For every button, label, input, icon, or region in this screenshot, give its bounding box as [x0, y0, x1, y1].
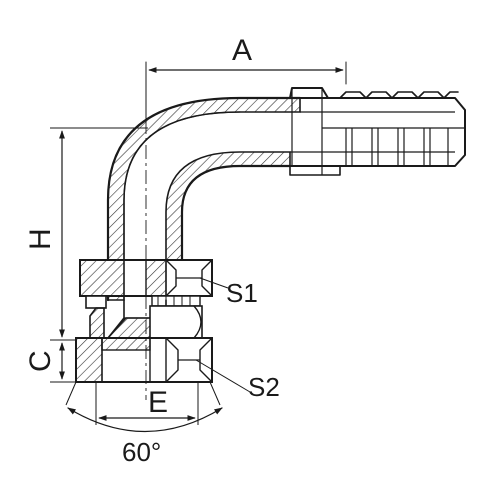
- label-h: H: [24, 228, 57, 250]
- label-s1: S1: [226, 278, 258, 308]
- label-angle: 60°: [122, 437, 161, 467]
- label-a: A: [232, 34, 252, 67]
- hex-nut-s1: S1: [79, 259, 258, 308]
- dimension-h: H: [24, 127, 148, 338]
- dimension-c: C: [24, 339, 80, 383]
- hose-tail: [289, 87, 466, 176]
- label-s2: S2: [248, 372, 280, 402]
- angle-arc: [67, 407, 223, 433]
- swivel-nut-s2: S2: [75, 337, 280, 402]
- label-e: E: [148, 386, 168, 419]
- label-c: C: [24, 350, 57, 372]
- dimension-a: A: [145, 34, 347, 121]
- neck: [85, 295, 203, 339]
- cone-angle: 60°: [65, 381, 223, 467]
- dimension-e: E: [95, 382, 199, 425]
- elbow-tube: [106, 96, 302, 302]
- serrations: [322, 127, 465, 166]
